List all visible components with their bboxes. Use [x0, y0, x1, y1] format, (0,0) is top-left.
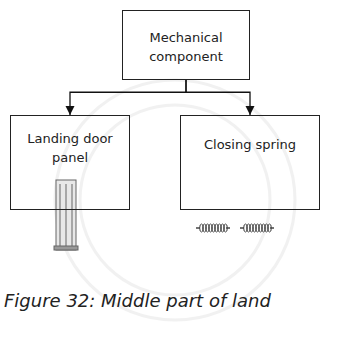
- spring-coil: [224, 224, 228, 232]
- connector-arrow: [70, 80, 186, 115]
- process-box: Mechanical component: [122, 10, 250, 80]
- node-label: Landing door panel: [11, 130, 129, 168]
- connector-arrow: [186, 80, 250, 115]
- spring-coil: [268, 224, 272, 232]
- spring-coils: [200, 224, 272, 232]
- component-box: Closing spring: [180, 115, 320, 210]
- node-label: Mechanical component: [123, 29, 249, 67]
- door-panel-icon: [54, 180, 78, 250]
- node-label: Closing spring: [181, 136, 319, 155]
- watermark: [55, 80, 295, 320]
- figure-caption: Figure 32: Middle part of land: [4, 290, 271, 311]
- component-box: Landing door panel: [10, 115, 130, 210]
